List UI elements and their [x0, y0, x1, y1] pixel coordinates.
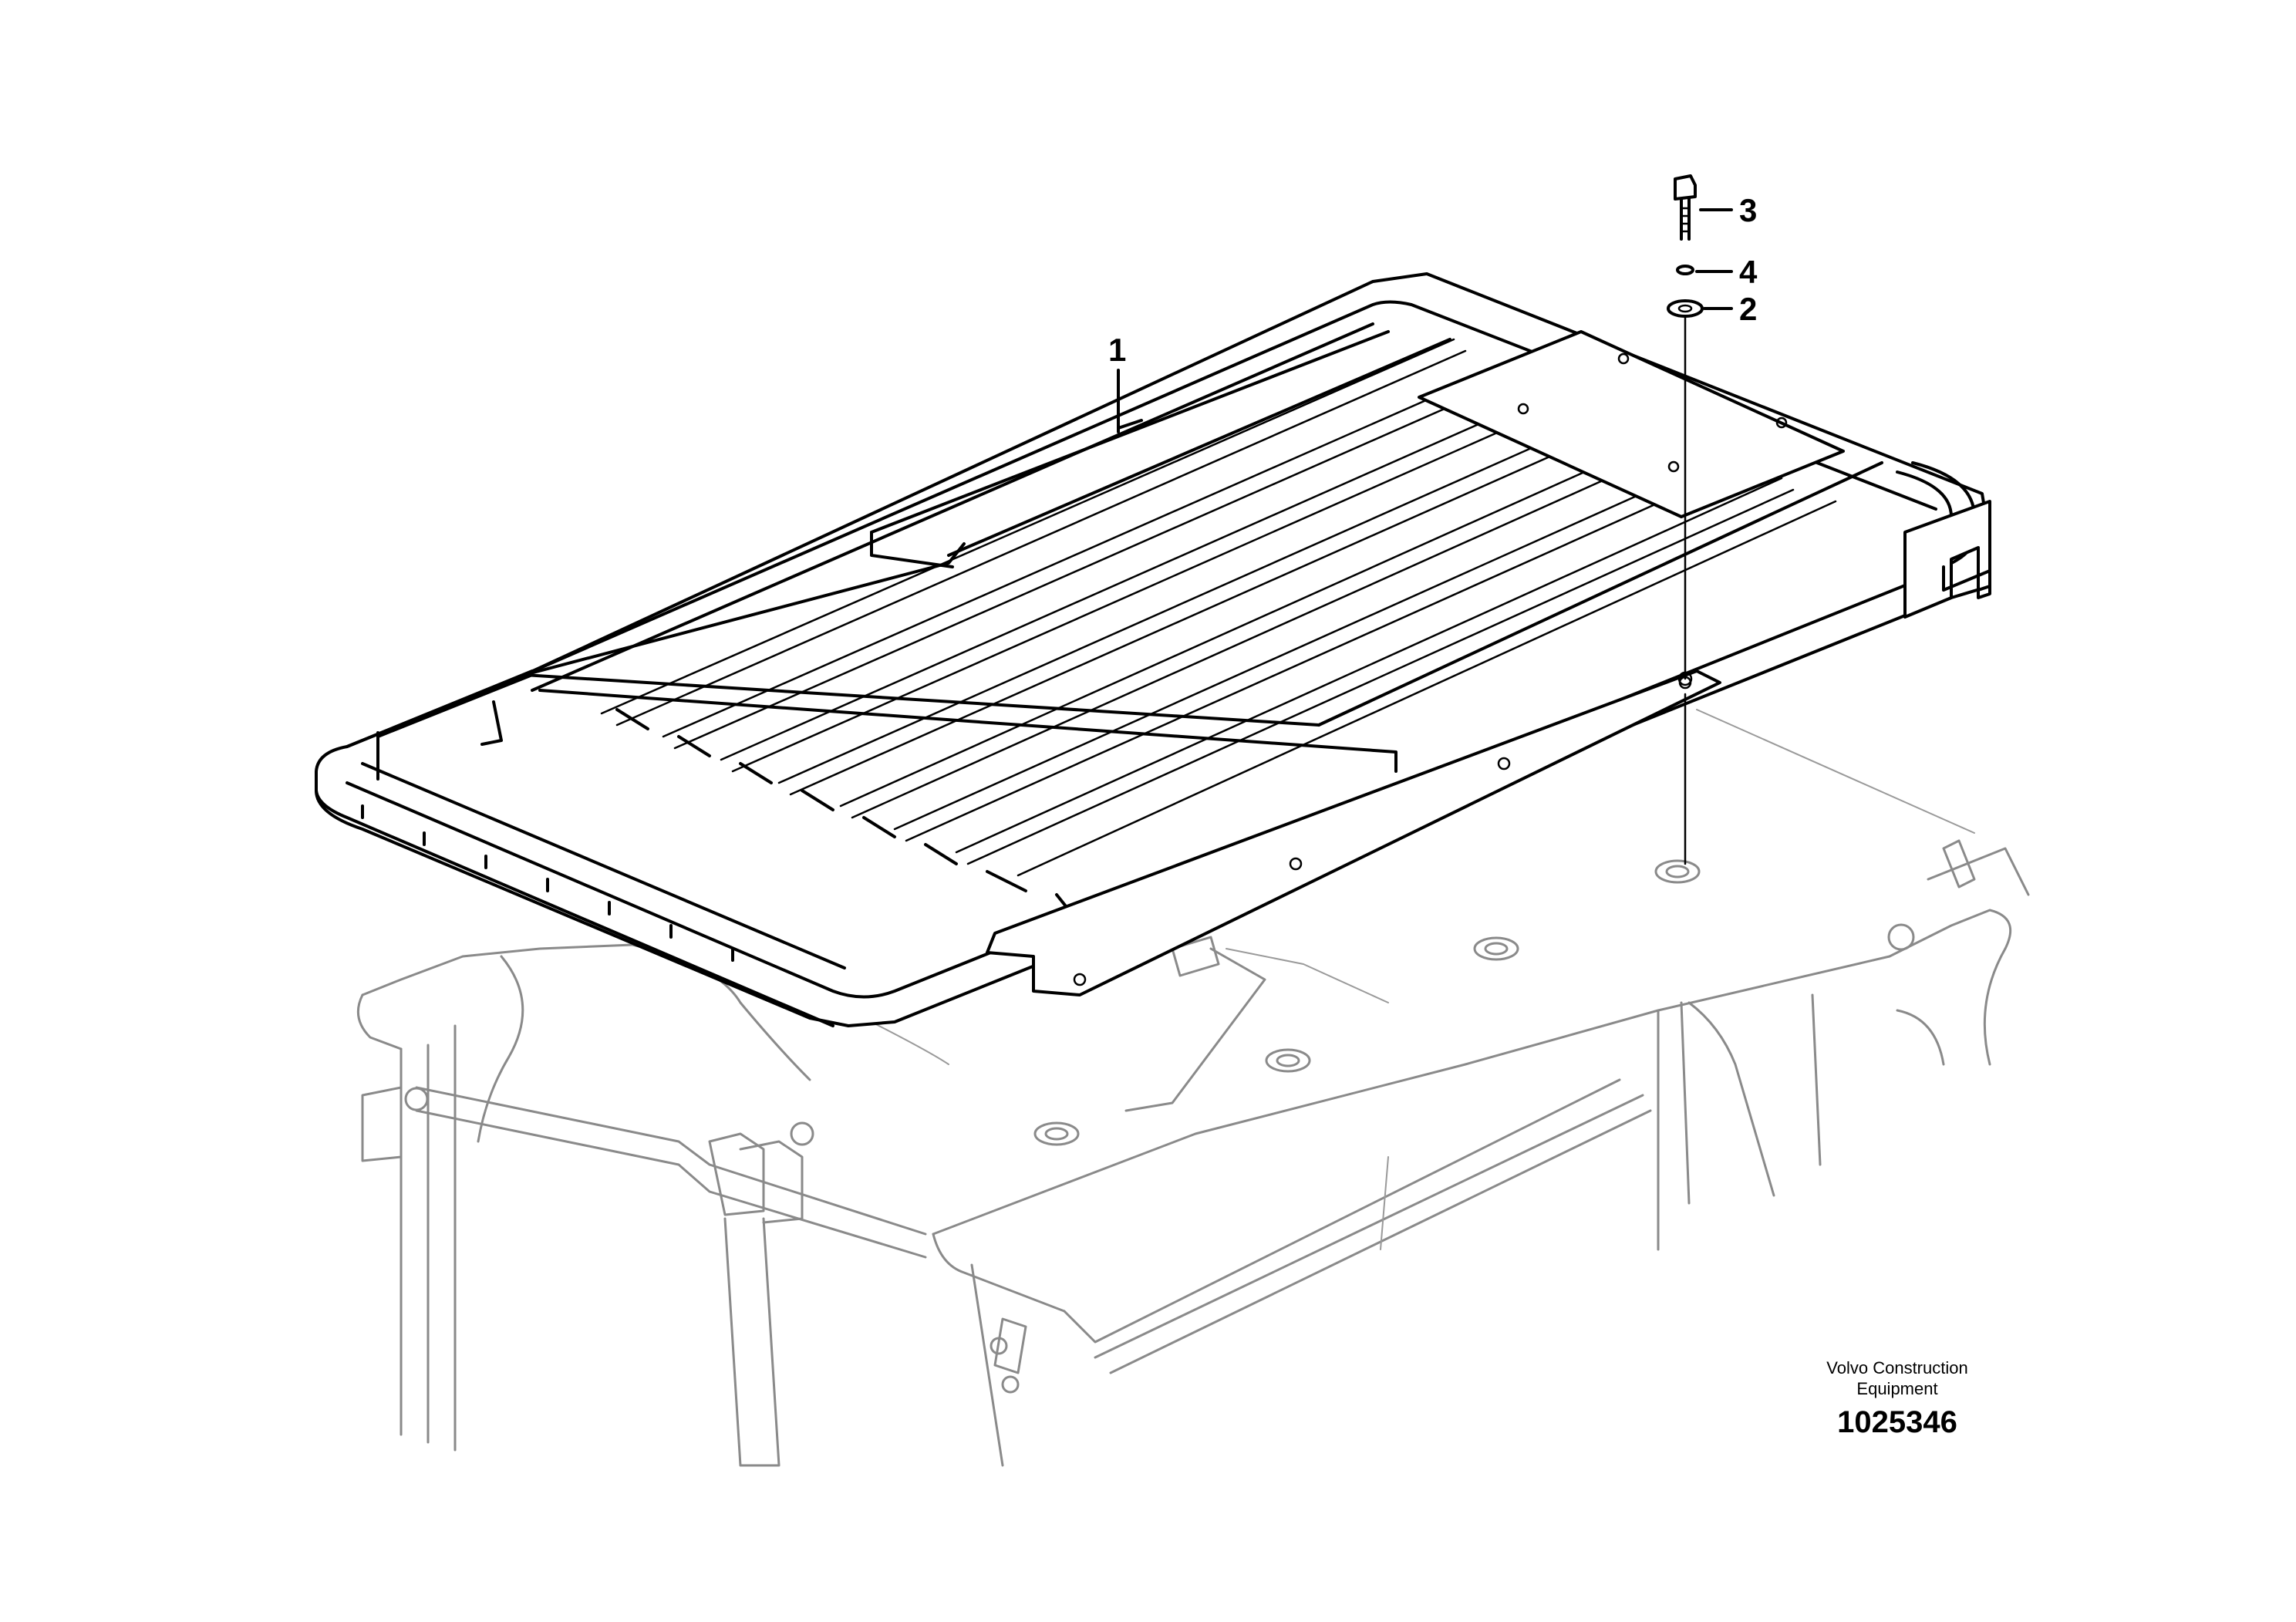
- drawing-credit: Volvo Construction Equipment 1025346: [1766, 1357, 2028, 1440]
- callout-leaders: [1117, 208, 1733, 433]
- callout-label-3: 3: [1739, 192, 1757, 228]
- drawing-number: 1025346: [1837, 1405, 1957, 1439]
- company-name-line1: Volvo Construction: [1826, 1358, 1968, 1378]
- fastener-stack: [1667, 174, 1704, 865]
- roof-rack: [315, 272, 1991, 1027]
- callout-label-1: 1: [1108, 332, 1126, 368]
- callout-label-4: 4: [1739, 254, 1758, 290]
- company-name-line2: Equipment: [1856, 1379, 1938, 1398]
- cab-roof: [356, 709, 2030, 1467]
- callout-label-2: 2: [1739, 291, 1757, 327]
